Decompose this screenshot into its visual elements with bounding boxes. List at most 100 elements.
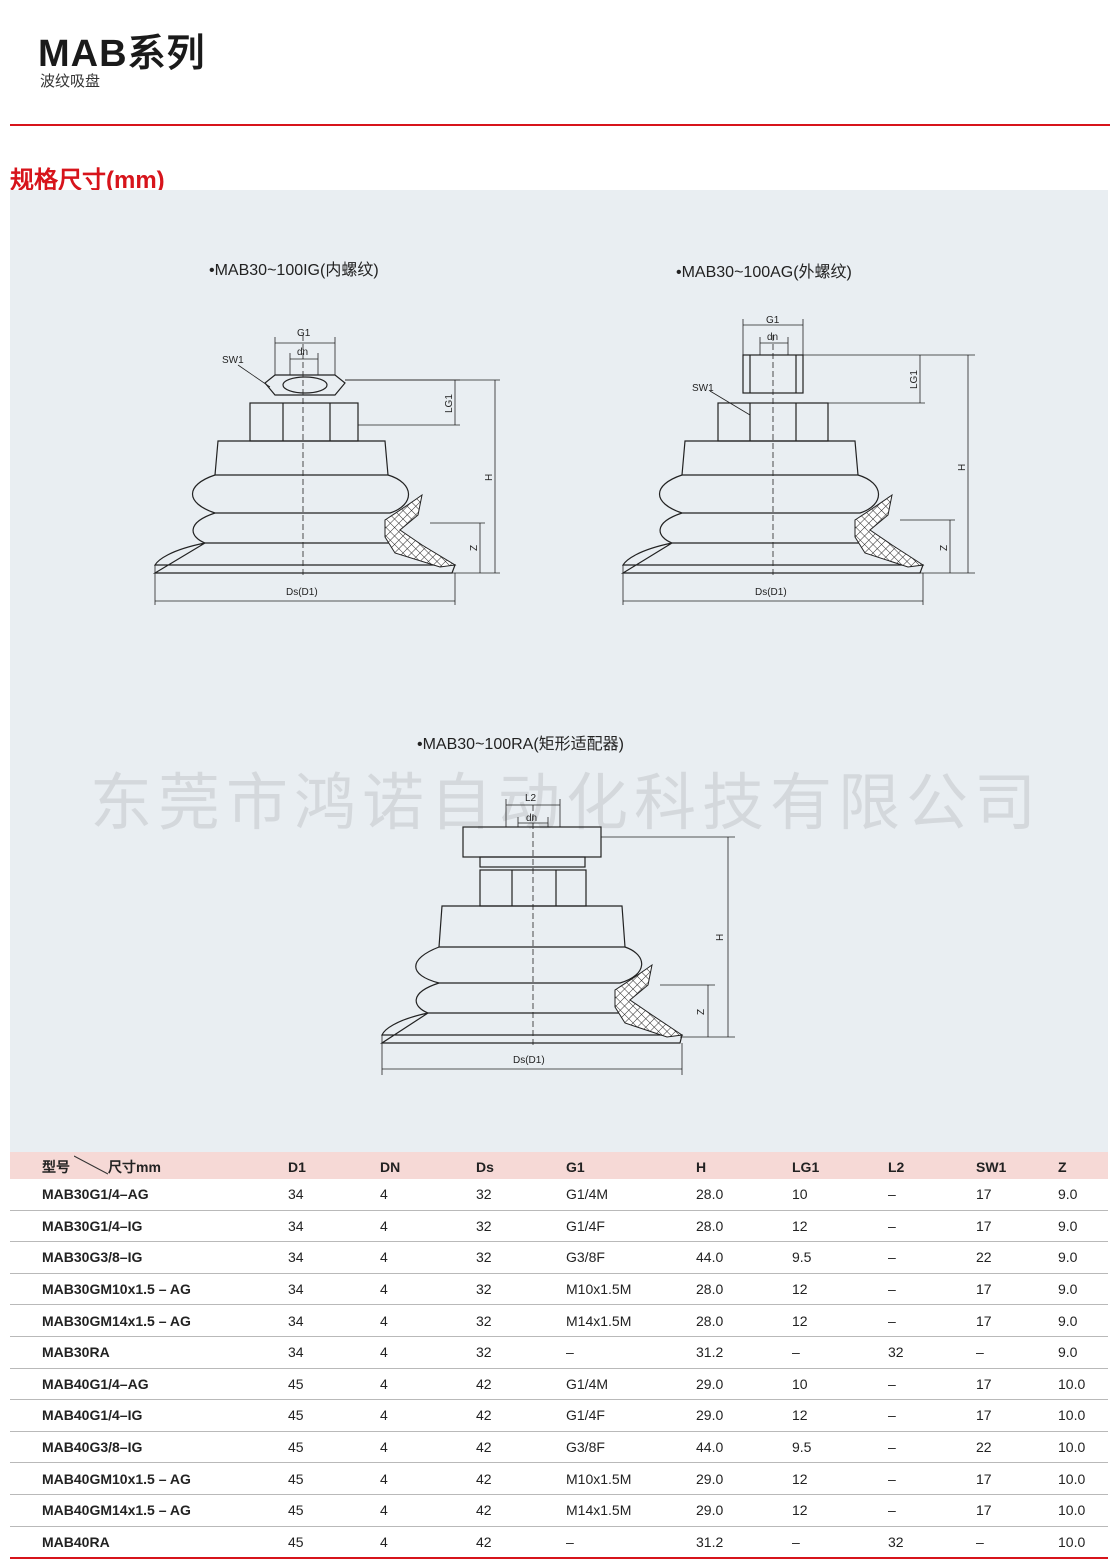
cell-model: MAB40G3/8–IG [10, 1431, 288, 1464]
cell-value: – [888, 1462, 976, 1495]
cell-value: 4 [380, 1494, 476, 1527]
cell-value: 34 [288, 1273, 380, 1306]
cell-model: MAB40G1/4–AG [10, 1368, 288, 1401]
diagram-ag: G1 dn SW1 LG1 H Z Ds(D1) [620, 315, 975, 605]
cell-value: 10.0 [1058, 1368, 1108, 1401]
cell-value: 4 [380, 1210, 476, 1243]
label-z: Z [696, 1009, 707, 1015]
cell-value: 45 [288, 1526, 380, 1560]
cell-value: 4 [380, 1462, 476, 1495]
cell-value: 42 [476, 1494, 566, 1527]
label-h: H [484, 474, 495, 481]
label-lg1: LG1 [444, 394, 455, 413]
cell-value: 42 [476, 1526, 566, 1560]
cell-model: MAB30G1/4–AG [10, 1179, 288, 1211]
cell-value: 34 [288, 1304, 380, 1337]
diagram-caption-ig: •MAB30~100IG(内螺纹) [209, 262, 379, 279]
cell-value: 4 [380, 1304, 476, 1337]
cell-value: 4 [380, 1526, 476, 1560]
cell-value: 29.0 [696, 1494, 792, 1527]
header-col-sw1: SW1 [976, 1158, 1007, 1175]
label-z: Z [939, 545, 950, 551]
cell-value: 45 [288, 1399, 380, 1432]
cell-model: MAB30RA [10, 1336, 288, 1369]
cell-value: 17 [976, 1368, 1058, 1401]
cell-value: 12 [792, 1273, 888, 1306]
cell-value: – [888, 1431, 976, 1464]
cell-value: 10 [792, 1368, 888, 1401]
cell-value: M10x1.5M [566, 1462, 696, 1495]
cell-value: 31.2 [696, 1526, 792, 1560]
cell-value: 28.0 [696, 1273, 792, 1306]
cell-value: G1/4F [566, 1210, 696, 1243]
label-ds: Ds(D1) [286, 587, 318, 598]
header-col-ds: Ds [476, 1158, 494, 1175]
cell-value: 9.5 [792, 1241, 888, 1274]
cell-model: MAB30GM10x1.5 – AG [10, 1273, 288, 1306]
cell-value: 4 [380, 1273, 476, 1306]
cell-value: 42 [476, 1431, 566, 1464]
cell-value: – [888, 1304, 976, 1337]
cell-value: 10.0 [1058, 1431, 1108, 1464]
cell-value: – [792, 1336, 888, 1369]
cell-value: – [792, 1526, 888, 1560]
cell-value: 12 [792, 1399, 888, 1432]
spec-table: 型号 尺寸mm D1 DN Ds G1 H LG1 L2 SW1 Z MAB30… [10, 1152, 1108, 1560]
header-diagonal [74, 1155, 109, 1175]
header-col-l2: L2 [888, 1158, 905, 1175]
cell-value: 4 [380, 1179, 476, 1211]
cell-value: 10 [792, 1179, 888, 1211]
cell-value: 17 [976, 1462, 1058, 1495]
cell-value: 17 [976, 1494, 1058, 1527]
cell-value: G1/4F [566, 1399, 696, 1432]
cell-value: 42 [476, 1399, 566, 1432]
cell-value: 9.0 [1058, 1336, 1108, 1369]
cell-value: – [888, 1179, 976, 1211]
cell-value: 32 [476, 1273, 566, 1306]
cell-value: 17 [976, 1399, 1058, 1432]
diagram-caption-ra: •MAB30~100RA(矩形适配器) [417, 736, 624, 753]
label-g1: G1 [297, 328, 311, 339]
cell-value: 4 [380, 1368, 476, 1401]
label-sw1: SW1 [692, 383, 714, 394]
page-title: MAB系列 [38, 33, 206, 75]
cell-value: 32 [888, 1336, 976, 1369]
cell-value: 32 [888, 1526, 976, 1560]
table-header-row: 型号 尺寸mm D1 DN Ds G1 H LG1 L2 SW1 Z [10, 1152, 1108, 1179]
cell-value: – [888, 1210, 976, 1243]
cell-value: M10x1.5M [566, 1273, 696, 1306]
cell-value: M14x1.5M [566, 1494, 696, 1527]
cell-value: 9.0 [1058, 1273, 1108, 1306]
cell-model: MAB40G1/4–IG [10, 1399, 288, 1432]
cell-value: – [888, 1273, 976, 1306]
drawing-area [10, 190, 1108, 1152]
header-col-d1: D1 [288, 1158, 306, 1175]
cell-value: – [566, 1526, 696, 1560]
cell-value: 9.0 [1058, 1241, 1108, 1274]
diagram-ra: L2 dn H Z Ds(D1) [379, 793, 735, 1075]
cell-value: 44.0 [696, 1431, 792, 1464]
cell-value: 9.0 [1058, 1304, 1108, 1337]
cell-value: 32 [476, 1179, 566, 1211]
cell-model: MAB40GM14x1.5 – AG [10, 1494, 288, 1527]
label-lg1: LG1 [909, 370, 920, 389]
cell-value: 17 [976, 1179, 1058, 1211]
cell-value: 28.0 [696, 1210, 792, 1243]
cell-value: 22 [976, 1431, 1058, 1464]
label-ds: Ds(D1) [755, 587, 787, 598]
cell-value: 4 [380, 1399, 476, 1432]
cell-value: G3/8F [566, 1241, 696, 1274]
cell-model: MAB30G1/4–IG [10, 1210, 288, 1243]
cell-value: – [888, 1368, 976, 1401]
cell-value: 22 [976, 1241, 1058, 1274]
